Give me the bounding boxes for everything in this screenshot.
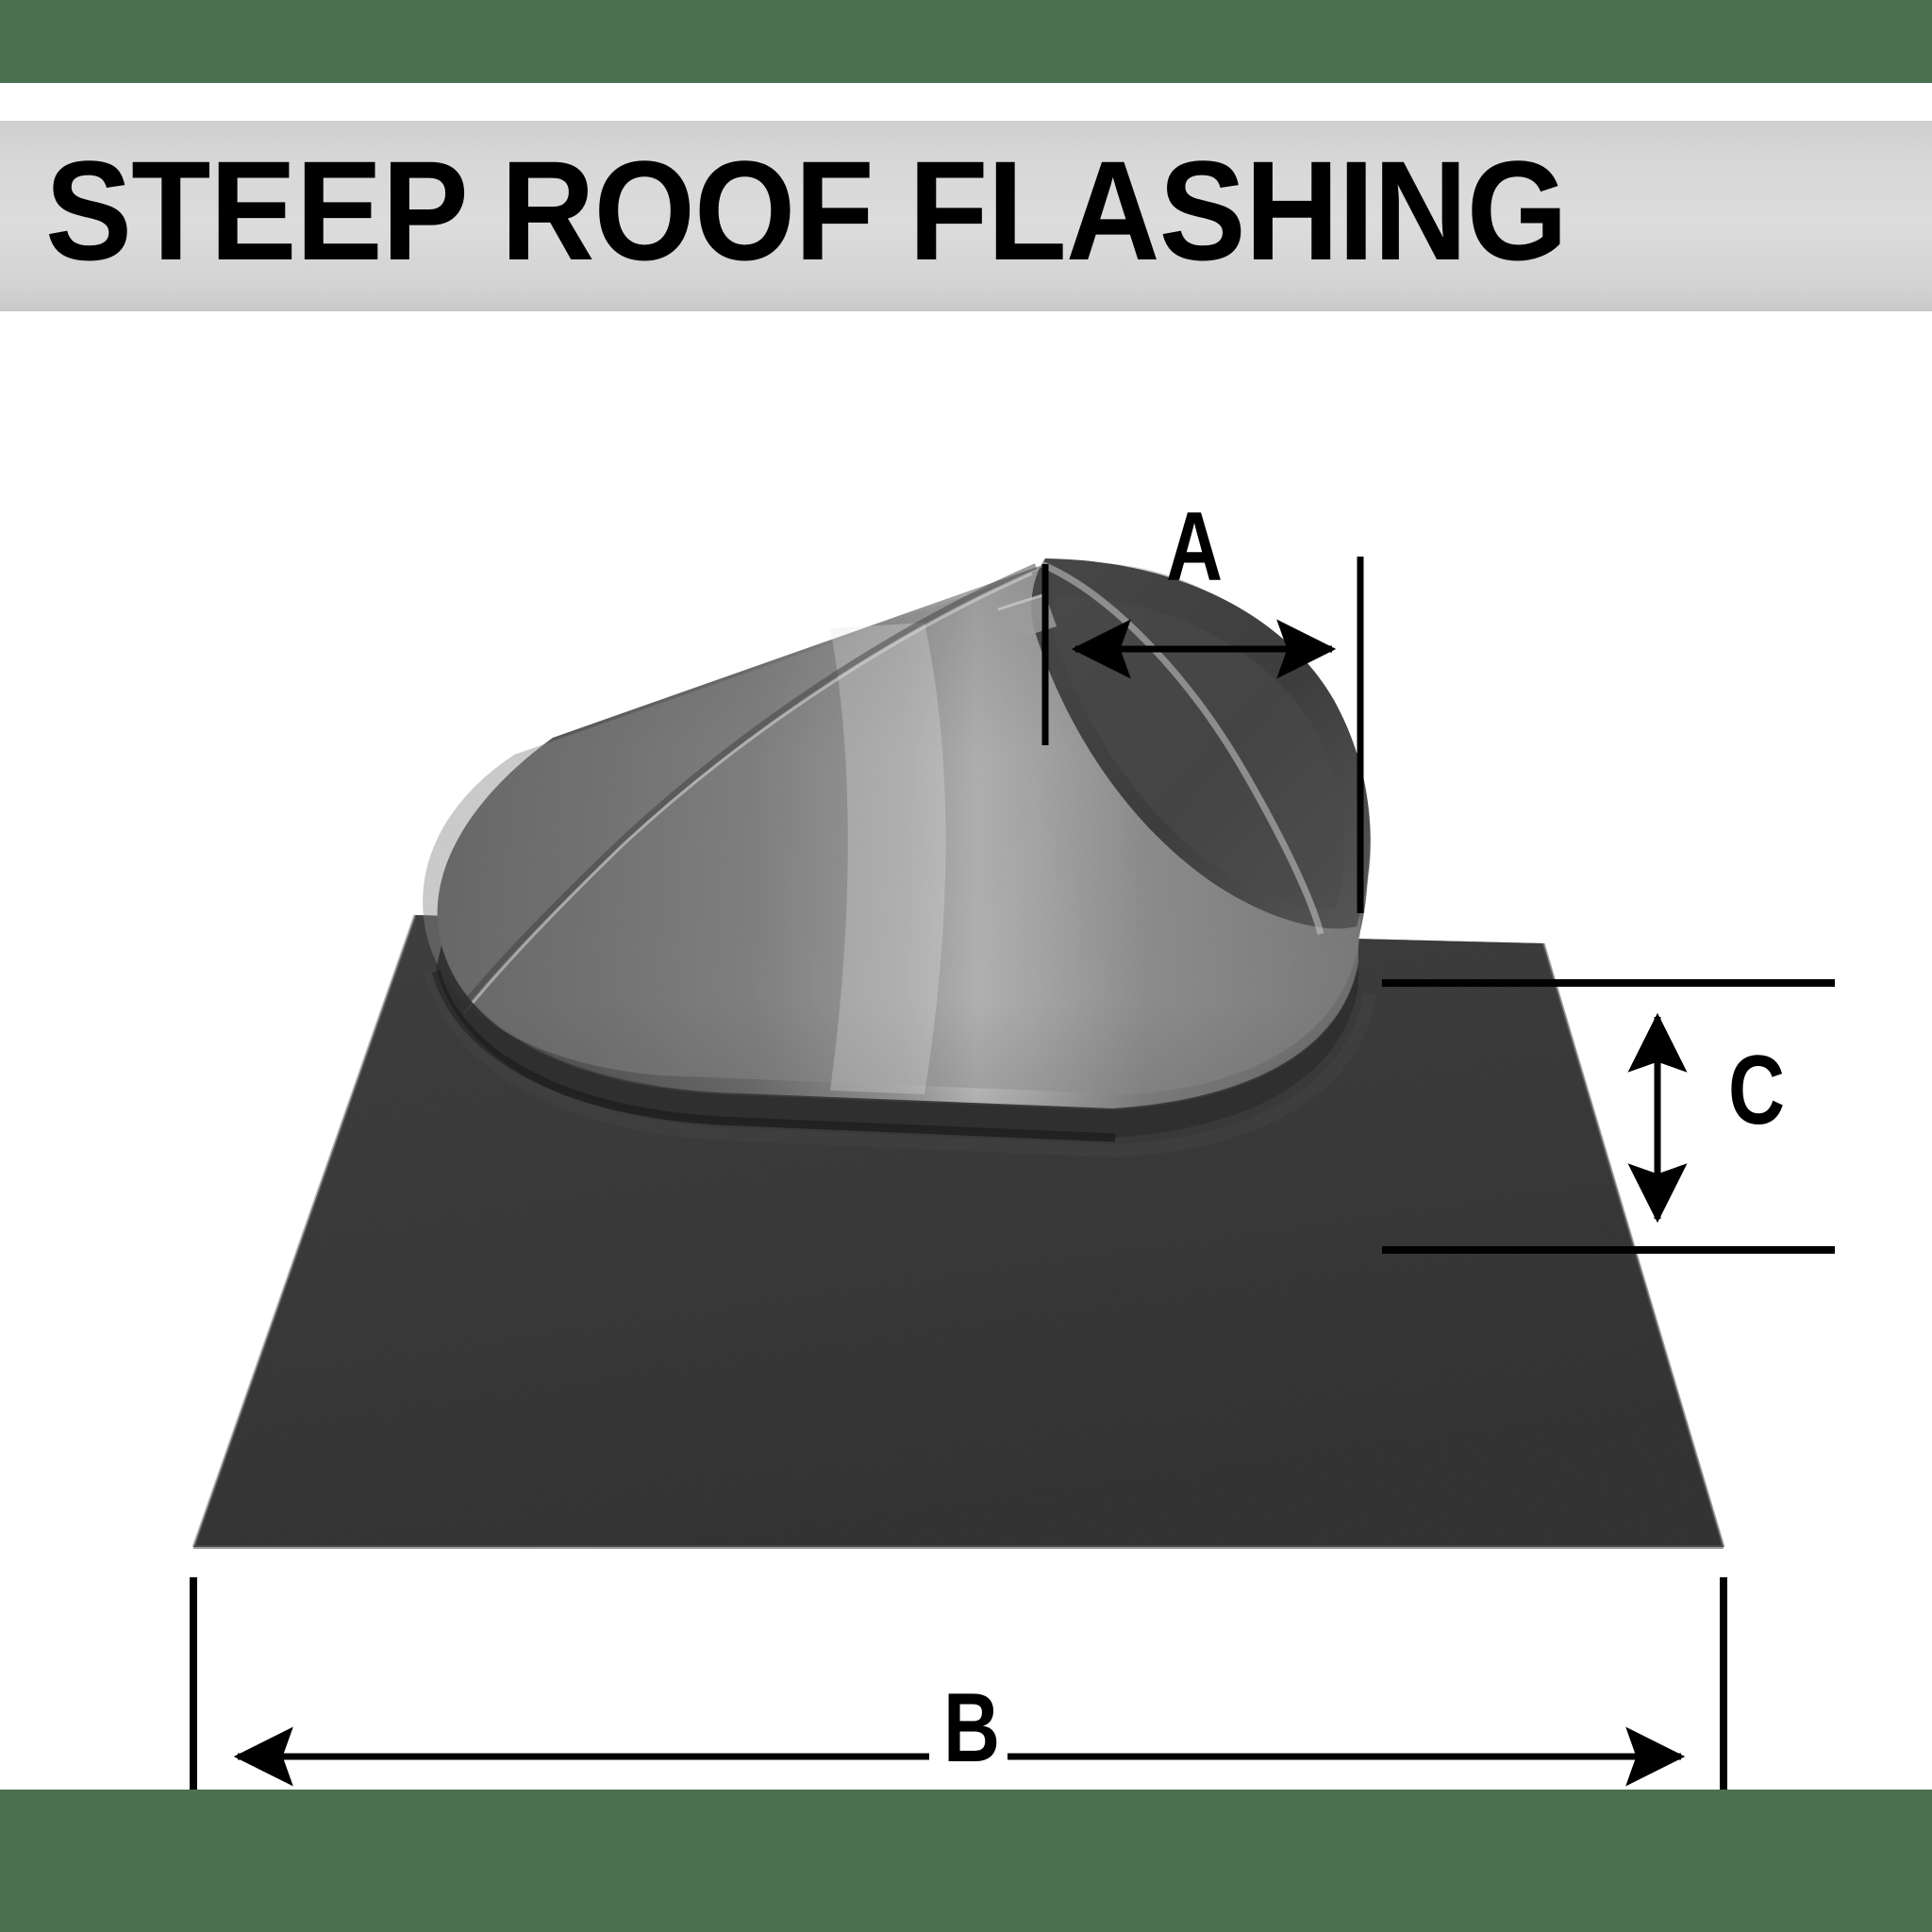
- cone-collar: [0, 311, 1932, 1790]
- bottom-accent-bar: [0, 1790, 1932, 1932]
- page-title: STEEP ROOF FLASHING: [45, 131, 1568, 290]
- product-photo: [0, 311, 1932, 1790]
- title-banner: STEEP ROOF FLASHING: [0, 121, 1932, 311]
- top-accent-bar: [0, 0, 1932, 83]
